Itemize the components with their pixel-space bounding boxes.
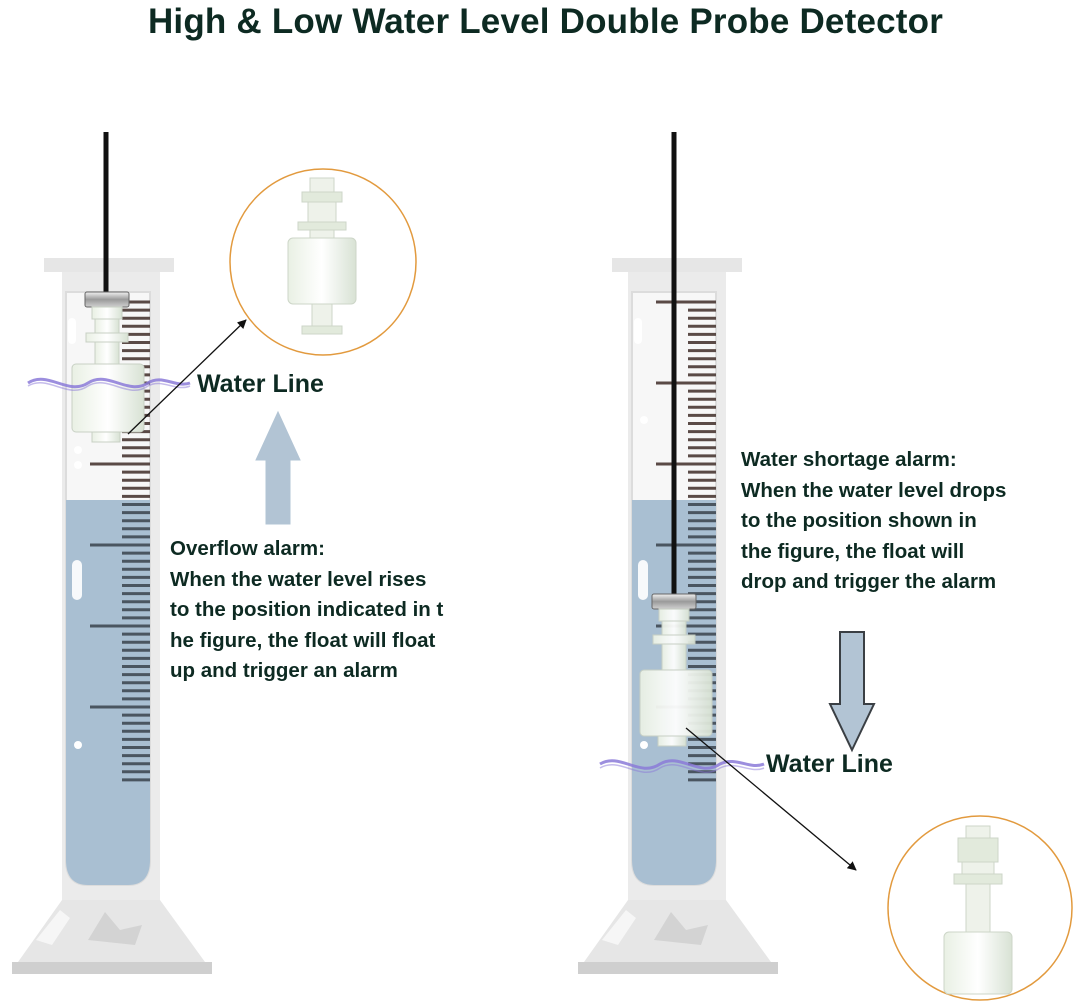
right-water-wave bbox=[599, 759, 765, 770]
left-cylinder-rim bbox=[44, 258, 174, 272]
down-arrow-icon bbox=[828, 631, 876, 753]
right-pointer-arrow bbox=[685, 727, 857, 871]
shortage-line: to the position shown in bbox=[741, 509, 977, 532]
overflow-line: up and trigger an alarm bbox=[170, 659, 398, 682]
overflow-description: Overflow alarm: When the water level ris… bbox=[170, 534, 443, 687]
right-probe bbox=[639, 132, 713, 747]
overflow-line: When the water level rises bbox=[170, 567, 427, 591]
up-arrow-icon bbox=[255, 410, 301, 525]
left-inset-float bbox=[287, 177, 357, 335]
left-inset-zoom bbox=[229, 168, 417, 356]
overflow-line: he figure, the float will float bbox=[170, 628, 436, 652]
shortage-description: Water shortage alarm: When the water lev… bbox=[741, 445, 1006, 598]
right-cylinder-rim bbox=[612, 258, 742, 272]
shortage-line: the figure, the float will bbox=[741, 539, 965, 563]
left-float bbox=[71, 363, 145, 433]
right-inset-float bbox=[943, 825, 1013, 995]
left-pointer-arrow bbox=[127, 319, 247, 435]
overflow-line: to the position indicated in t bbox=[170, 598, 444, 621]
overflow-heading: Overflow alarm: bbox=[170, 537, 325, 560]
left-water-wave bbox=[27, 377, 191, 389]
shortage-heading: Water shortage alarm: bbox=[741, 448, 957, 471]
left-water-line-label: Water Line bbox=[197, 370, 324, 398]
shortage-line: drop and trigger the alarm bbox=[741, 570, 997, 593]
shortage-line: When the water level drops bbox=[741, 478, 1007, 502]
right-water-line-label: Water Line bbox=[766, 750, 893, 778]
right-float bbox=[639, 669, 713, 737]
right-inset-zoom bbox=[887, 815, 1073, 1001]
page-title: High & Low Water Level Double Probe Dete… bbox=[147, 2, 944, 41]
left-water bbox=[66, 500, 150, 885]
left-probe bbox=[71, 132, 145, 443]
